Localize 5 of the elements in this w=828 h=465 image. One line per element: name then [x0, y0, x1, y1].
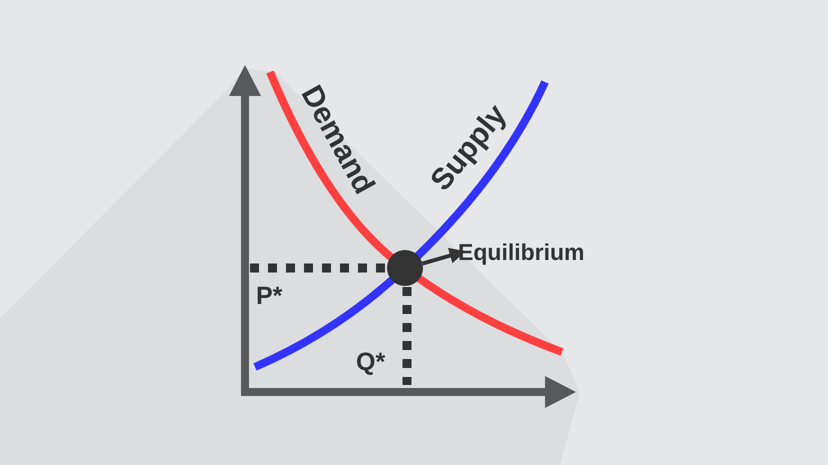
axis-label: P* [256, 284, 282, 309]
equilibrium-label: Equilibrium [458, 241, 584, 264]
equilibrium-dot [387, 250, 423, 286]
axis-label: Q* [356, 350, 386, 375]
arrow [422, 248, 466, 266]
